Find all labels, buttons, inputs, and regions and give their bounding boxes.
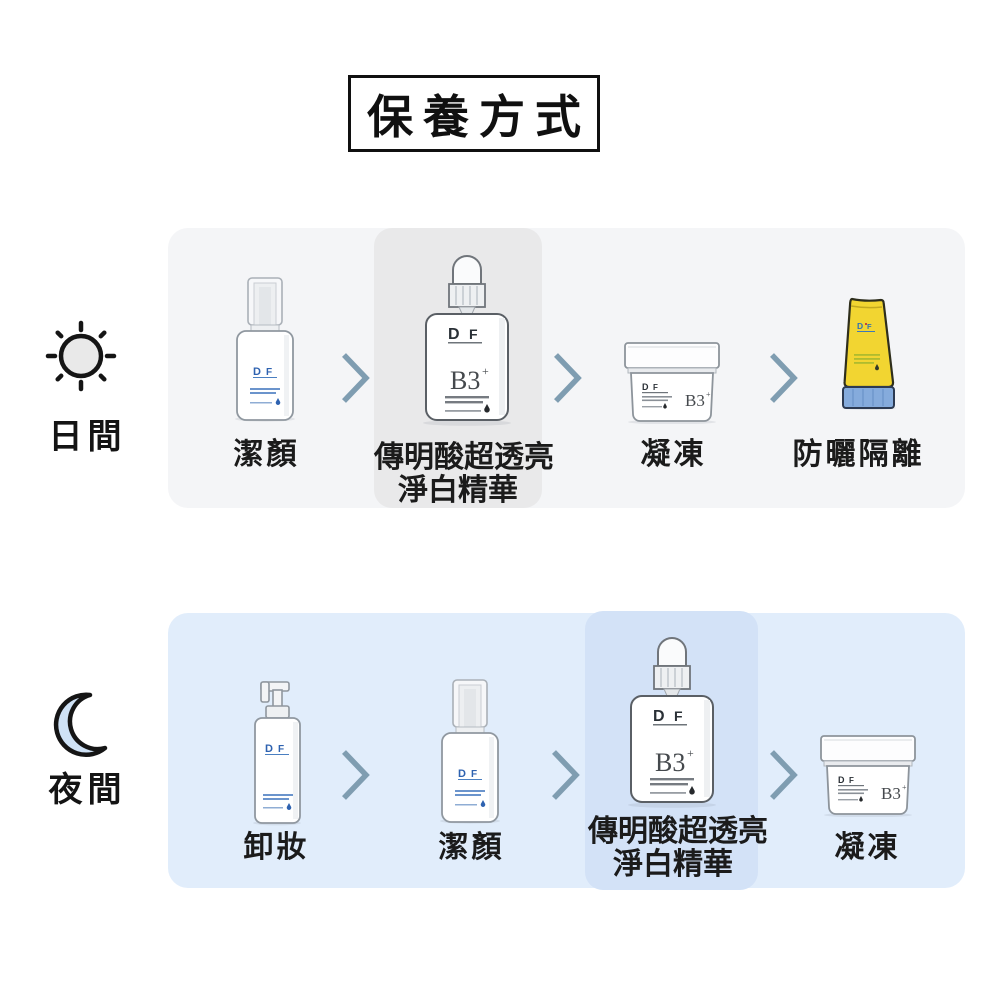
step-label-cleanse: 潔顏 xyxy=(438,831,505,864)
chevron-right-icon xyxy=(767,747,799,803)
step-label-whitening-serum: 傳明酸超透亮 淨白精華 xyxy=(374,441,554,507)
step-label-line2: 淨白精華 xyxy=(398,474,518,507)
chevron-right-icon xyxy=(339,747,371,803)
step-label-line1: 傳明酸超透亮 xyxy=(588,815,768,848)
chevron-right-icon xyxy=(339,350,371,406)
whitening-serum-product-image xyxy=(412,254,522,426)
step-label-makeup-removal: 卸妝 xyxy=(243,831,310,864)
sun-icon xyxy=(45,320,117,392)
step-label-gel: 凝凍 xyxy=(640,438,707,471)
moon-icon xyxy=(53,692,108,757)
sunscreen-product-image xyxy=(836,296,902,410)
chevron-right-icon xyxy=(767,350,799,406)
page-title: 保養方式 xyxy=(367,90,591,143)
step-label-gel: 凝凍 xyxy=(834,831,901,864)
foam-cleanser-product-image xyxy=(233,276,297,422)
makeup-remover-product-image xyxy=(249,676,307,826)
step-label-cleanse: 潔顏 xyxy=(233,438,300,471)
whitening-serum-product-image xyxy=(617,636,727,808)
gel-jar-product-image xyxy=(622,338,722,424)
night-time-label: 夜間 xyxy=(48,771,127,809)
chevron-right-icon xyxy=(549,747,581,803)
chevron-right-icon xyxy=(551,350,583,406)
step-label-line1: 傳明酸超透亮 xyxy=(374,441,554,474)
step-label-whitening-serum: 傳明酸超透亮 淨白精華 xyxy=(588,815,768,881)
step-label-sunscreen: 防曬隔離 xyxy=(792,438,925,471)
title-box: 保養方式 xyxy=(348,75,600,152)
gel-jar-product-image xyxy=(818,731,918,817)
foam-cleanser-product-image xyxy=(438,678,502,824)
day-time-label: 日間 xyxy=(48,418,127,456)
step-label-line2: 淨白精華 xyxy=(613,848,733,881)
